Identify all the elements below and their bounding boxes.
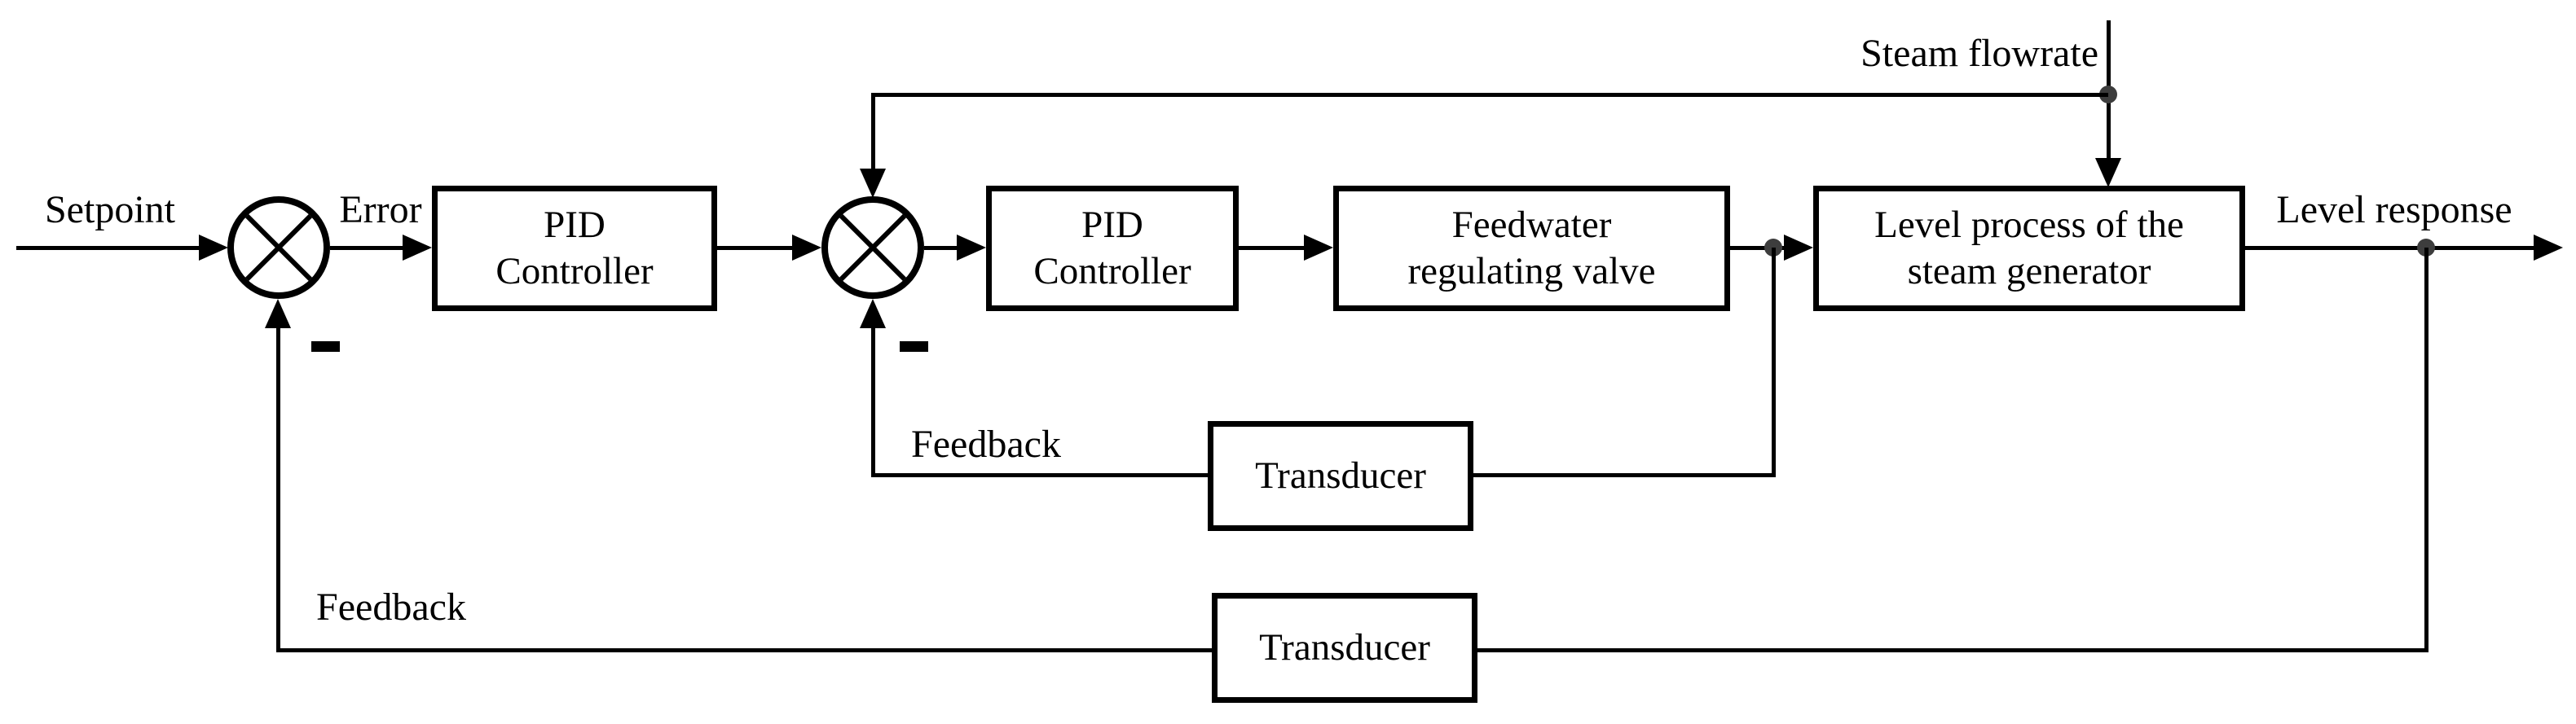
block-label: Transducer: [1259, 626, 1430, 669]
block-label-line1: Feedwater: [1451, 204, 1612, 246]
summing-junction-2-to-pid-2-line: [924, 246, 958, 250]
summing-junction-2: [821, 196, 924, 299]
block-label-line2: regulating valve: [1407, 250, 1656, 292]
feedback-inner-label: Feedback: [911, 423, 1061, 466]
block-transducer-outer: Transducer: [1212, 593, 1477, 703]
block-transducer-inner: Transducer: [1208, 421, 1473, 531]
outer-feedback-down-line: [2424, 248, 2428, 652]
block-label-line1: PID: [1081, 204, 1143, 246]
block-label: Transducer: [1255, 454, 1426, 497]
inner-feedback-left-line: [873, 473, 1208, 477]
junction-dot-steam-flowrate: [2099, 86, 2117, 103]
inner-feedback-down-line: [1772, 248, 1776, 477]
setpoint-line: [16, 246, 202, 250]
block-feedwater-valve: Feedwater regulating valve: [1333, 186, 1730, 311]
block-pid-controller-2: PID Controller: [986, 186, 1239, 311]
arrowhead-into-pid-2: [957, 235, 986, 261]
arrowhead-into-summing-junction-1-bottom: [265, 299, 291, 328]
level-response-label: Level response: [2276, 188, 2512, 231]
feedforward-top-line: [871, 93, 2108, 97]
level-response-line: [2245, 246, 2535, 250]
error-line: [330, 246, 405, 250]
valve-to-process-line: [1730, 246, 1786, 250]
block-label-line2: Controller: [495, 250, 654, 292]
inner-feedback-right-line: [1473, 473, 1776, 477]
pid1-to-summing-junction-2-line: [717, 246, 794, 250]
summing-junction-1: [227, 196, 330, 299]
block-label-line2: Controller: [1033, 250, 1191, 292]
block-label-line1: PID: [544, 204, 605, 246]
minus-sign-inner: [900, 341, 928, 352]
arrowhead-level-response-output: [2534, 235, 2563, 261]
minus-sign-outer: [311, 341, 340, 352]
block-level-process: Level process of the steam generator: [1813, 186, 2245, 311]
block-label-line2: steam generator: [1907, 250, 2151, 292]
setpoint-label: Setpoint: [44, 188, 175, 231]
arrowhead-into-summing-junction-1: [199, 235, 228, 261]
block-label-line1: Level process of the: [1874, 204, 2184, 246]
feedback-outer-label: Feedback: [316, 586, 466, 629]
feedforward-drop-line: [871, 93, 875, 169]
arrowhead-into-process: [1784, 235, 1813, 261]
pid2-to-valve-line: [1239, 246, 1306, 250]
arrowhead-into-summing-junction-2-bottom: [860, 299, 886, 328]
arrowhead-into-summing-junction-2: [792, 235, 821, 261]
outer-feedback-left-line: [276, 648, 1212, 652]
error-label: Error: [339, 188, 422, 231]
arrowhead-into-valve: [1304, 235, 1333, 261]
inner-feedback-up-line: [871, 326, 875, 477]
arrowhead-into-pid-1: [403, 235, 432, 261]
steam-flowrate-label: Steam flowrate: [1860, 32, 2098, 75]
arrowhead-into-summing-junction-2-top: [860, 169, 886, 198]
outer-feedback-up-line: [276, 326, 280, 652]
arrowhead-steam-into-process: [2095, 158, 2121, 187]
outer-feedback-right-line: [1477, 648, 2426, 652]
block-pid-controller-1: PID Controller: [432, 186, 717, 311]
